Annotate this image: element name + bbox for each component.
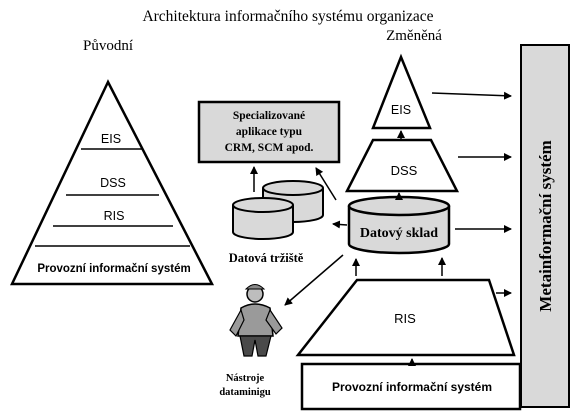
specialized-apps-box: Specializované aplikace typu CRM, SCM ap…	[197, 100, 341, 164]
specialized-line-1: Specializované	[233, 110, 305, 122]
right-eis-label: EIS	[391, 103, 411, 117]
diagram-title: Architektura informačního systému organi…	[142, 8, 433, 25]
right-ris-label: RIS	[394, 311, 416, 326]
left-ris-label: RIS	[104, 209, 125, 223]
left-column-label: Původní	[83, 38, 133, 54]
data-warehouse-cylinder: Datový sklad	[347, 195, 451, 255]
right-provozni-label: Provozní informační systém	[332, 380, 492, 394]
datamining-label-line-1: Nástroje	[226, 373, 265, 384]
left-dss-label: DSS	[100, 176, 126, 190]
eis-block: EIS	[371, 53, 432, 130]
original-pyramid: EIS DSS RIS Provozní informační systém	[10, 79, 215, 286]
data-marts-label: Datová tržiště	[229, 251, 304, 265]
operational-system-box: Provozní informační systém	[300, 362, 522, 411]
left-eis-label: EIS	[101, 132, 121, 146]
left-provozni-label: Provozní informační systém	[37, 263, 190, 275]
data-warehouse-label: Datový sklad	[360, 226, 438, 241]
right-dss-label: DSS	[391, 163, 418, 178]
arrow-marts-to-specialized	[315, 167, 337, 201]
arrow-eis-to-meta	[431, 91, 512, 100]
right-column-label: Změněná	[386, 28, 442, 44]
specialized-line-2: aplikace typu	[236, 126, 303, 138]
ris-block: RIS	[295, 278, 516, 357]
data-marts: Datová tržiště	[229, 180, 324, 265]
specialized-line-3: CRM, SCM apod.	[225, 142, 314, 154]
dss-block: DSS	[344, 138, 460, 193]
datamining-label-line-2: dataminigu	[219, 387, 271, 398]
meta-system-label: Metainformační systém	[536, 140, 555, 311]
meta-system-bar: Metainformační systém	[520, 44, 570, 408]
datamining-person-icon	[229, 284, 283, 357]
arrow-warehouse-to-marts	[332, 220, 348, 229]
arrow-warehouse-to-datamining	[284, 254, 344, 306]
